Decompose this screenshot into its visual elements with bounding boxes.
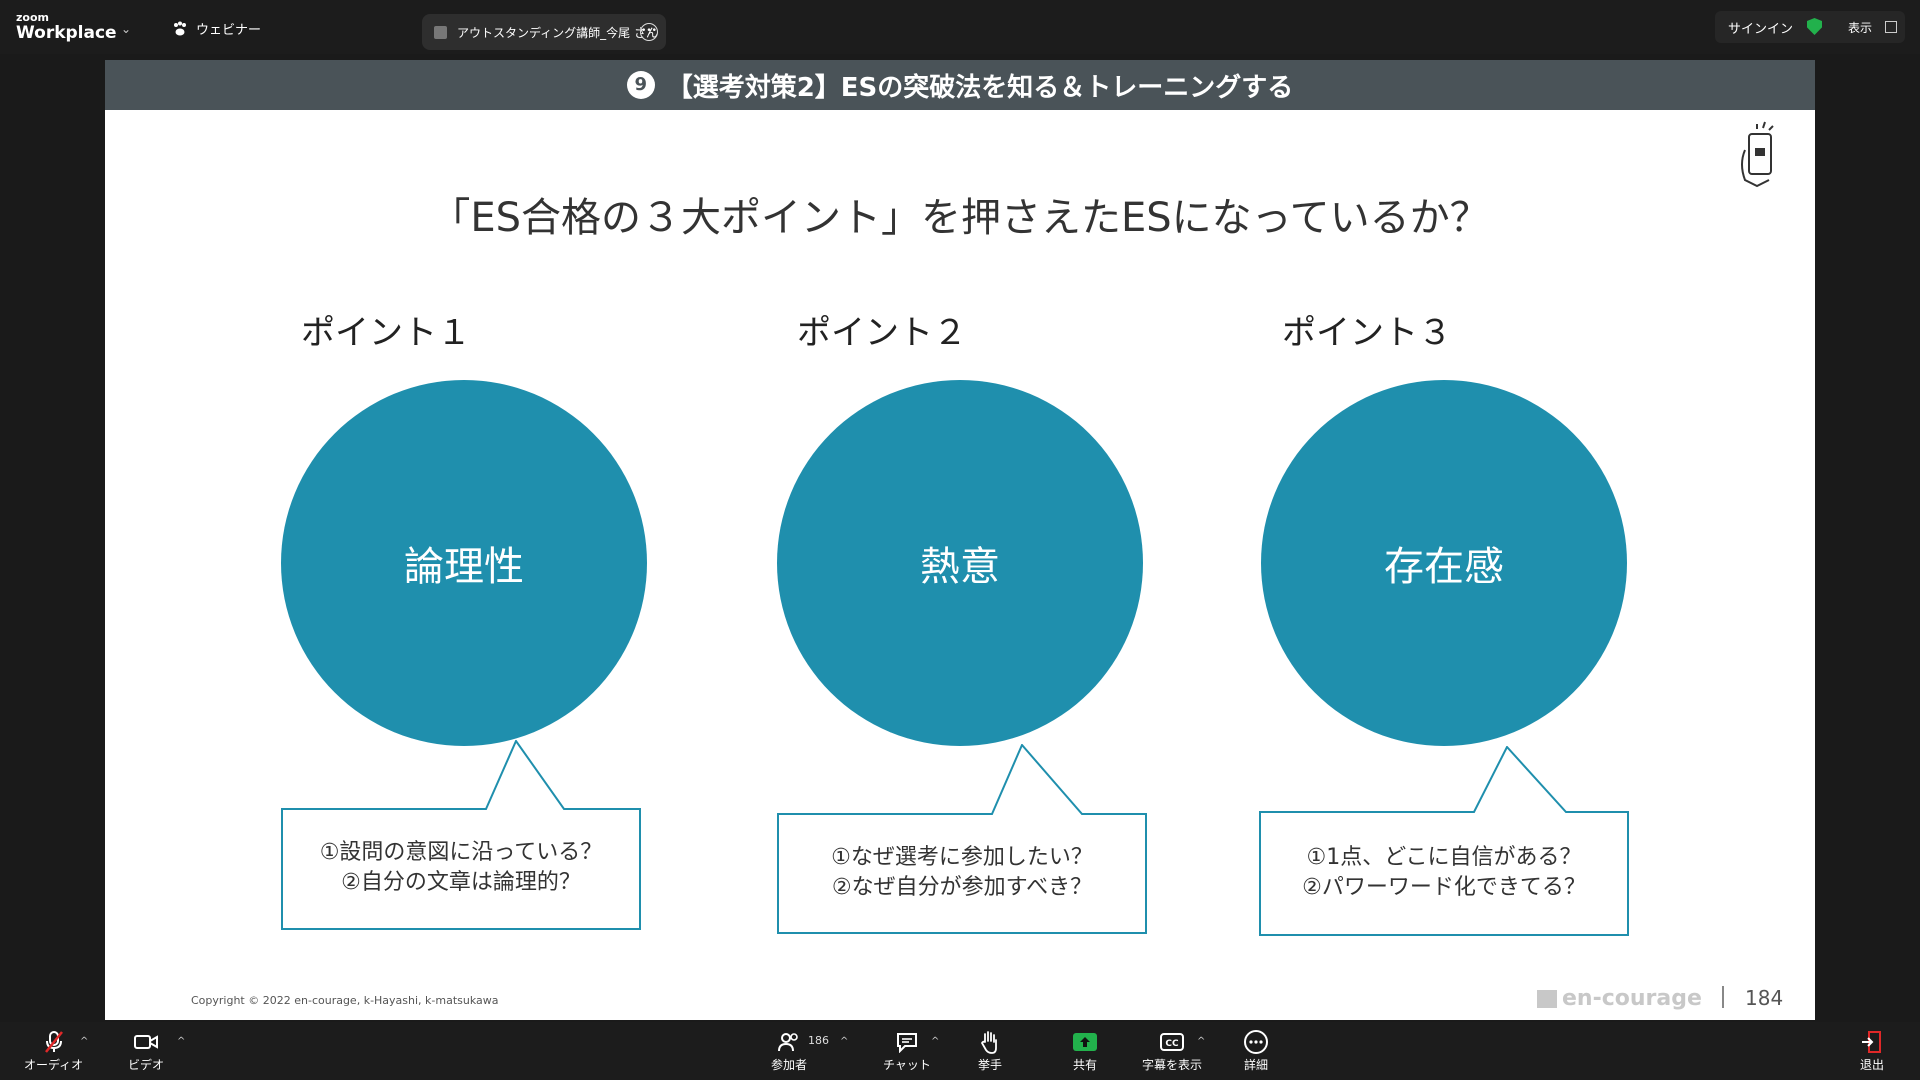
logo-big-text: Workplace <box>16 23 117 43</box>
grid-icon[interactable] <box>1885 21 1897 33</box>
participants-count-badge: 186 <box>808 1034 829 1047</box>
logo-small-text: zoom <box>16 11 49 24</box>
point-2-label: ポイント２ <box>797 313 967 353</box>
paw-icon <box>174 21 186 35</box>
en-courage-logo: en-courage <box>1537 986 1702 1011</box>
closed-captions-icon: CC <box>1159 1030 1185 1054</box>
chat-bubble-icon <box>895 1030 919 1054</box>
microphone-muted-icon <box>42 1030 66 1054</box>
point-2-bubble: ①なぜ選考に参加したい？ ②なぜ自分が参加すべき？ <box>777 744 1147 934</box>
video-camera-icon <box>133 1030 159 1054</box>
slide-header-bar: 9 【選考対策2】ESの突破法を知る＆トレーニングする <box>105 60 1815 110</box>
more-icon[interactable]: ••• <box>640 23 658 41</box>
more-label: 詳細 <box>1243 1058 1268 1072</box>
webinar-label: ウェビナー <box>196 23 262 38</box>
point-3-question-1: ①1点、どこに自信がある？ <box>1306 845 1582 871</box>
point-3-bubble: ①1点、どこに自信がある？ ②パワーワード化できてる？ <box>1259 746 1629 936</box>
captions-label: 字幕を表示 <box>1142 1058 1203 1072</box>
leave-label: 退出 <box>1860 1058 1885 1072</box>
section-number-badge: 9 <box>626 71 655 99</box>
brand-text: en-courage <box>1562 986 1702 1011</box>
webinar-menu[interactable]: ウェビナー <box>172 19 261 38</box>
point-3-circle-text: 存在感 <box>1384 544 1504 590</box>
audio-label: オーディオ <box>24 1058 84 1072</box>
share-screen-icon <box>1072 1030 1098 1054</box>
participants-icon <box>777 1030 801 1054</box>
chevron-down-icon[interactable]: ⌄ <box>121 22 132 36</box>
share-button[interactable]: 共有 <box>1072 1030 1098 1073</box>
audio-button[interactable]: オーディオ <box>24 1030 83 1073</box>
point-1-label: ポイント１ <box>301 313 471 353</box>
signin-button[interactable]: サインイン <box>1728 22 1794 37</box>
captions-options-chevron-icon[interactable]: ^ <box>1197 1036 1206 1047</box>
more-button[interactable]: 詳細 <box>1243 1030 1269 1073</box>
point-1-bubble: ①設問の意図に沿っている？ ②自分の文章は論理的？ <box>281 740 641 930</box>
tab-speaker[interactable]: アウトスタンディング講師_今尾 さん ••• <box>422 14 666 50</box>
point-1-question-1: ①設問の意図に沿っている？ <box>319 840 603 866</box>
shared-slide: 「ES合格の３大ポイント」を押さえたESになっているか？ ポイント１ 論理性 ①… <box>105 110 1815 1020</box>
audio-options-chevron-icon[interactable]: ^ <box>80 1036 89 1047</box>
point-2-question-1: ①なぜ選考に参加したい？ <box>831 845 1093 871</box>
tab-square-icon <box>434 25 447 39</box>
raise-hand-button[interactable]: 挙手 <box>978 1030 1002 1073</box>
participants-label: 参加者 <box>771 1058 808 1072</box>
point-2-circle: 熱意 <box>777 380 1143 746</box>
leave-door-icon <box>1860 1030 1884 1054</box>
phone-hand-icon <box>1741 121 1774 188</box>
chat-button[interactable]: チャット <box>883 1030 931 1073</box>
top-right-panel: サインイン 表示 <box>1715 11 1905 43</box>
participants-button[interactable]: 参加者 <box>771 1030 807 1073</box>
point-1-question-2: ②自分の文章は論理的？ <box>341 870 581 895</box>
video-options-chevron-icon[interactable]: ^ <box>177 1036 186 1047</box>
point-1-circle: 論理性 <box>281 380 647 746</box>
point-3-question-2: ②パワーワード化できてる？ <box>1302 875 1586 900</box>
chat-label: チャット <box>883 1058 931 1072</box>
page-number: 184 <box>1745 986 1784 1010</box>
raise-hand-icon <box>979 1030 1001 1054</box>
copyright-text: Copyright © 2022 en-courage, k-Hayashi, … <box>191 994 499 1007</box>
tab-label: アウトスタンディング講師_今尾 さん <box>457 25 658 40</box>
shield-check-icon[interactable] <box>1807 18 1822 35</box>
top-bar: zoom Workplace ⌄ ウェビナー アウトスタンディング講師_今尾 さ… <box>0 0 1920 54</box>
page-separator <box>1722 986 1724 1008</box>
meeting-controls-bar: オーディオ ^ ビデオ ^ 参加者 186 ^ <box>0 1022 1920 1080</box>
point-3-circle: 存在感 <box>1261 380 1627 746</box>
point-2-question-2: ②なぜ自分が参加すべき？ <box>831 875 1093 900</box>
point-1-circle-text: 論理性 <box>404 544 524 590</box>
leave-button[interactable]: 退出 <box>1860 1030 1884 1073</box>
video-button[interactable]: ビデオ <box>128 1030 164 1073</box>
participants-options-chevron-icon[interactable]: ^ <box>840 1036 849 1047</box>
slide-title: 「ES合格の３大ポイント」を押さえたESになっているか？ <box>430 195 1490 241</box>
svg-text:CC: CC <box>1165 1039 1179 1049</box>
video-label: ビデオ <box>128 1058 165 1072</box>
raise-hand-label: 挙手 <box>978 1058 1003 1072</box>
more-options-icon <box>1243 1030 1269 1054</box>
brand-mark-icon <box>1537 989 1557 1008</box>
view-button[interactable]: 表示 <box>1848 21 1873 35</box>
captions-button[interactable]: CC 字幕を表示 <box>1142 1030 1202 1073</box>
slide-header-title: 【選考対策2】ESの突破法を知る＆トレーニングする <box>666 72 1294 103</box>
zoom-workplace-logo[interactable]: zoom Workplace <box>16 12 117 42</box>
point-3-label: ポイント３ <box>1282 313 1452 353</box>
point-2-circle-text: 熱意 <box>920 544 1000 590</box>
chat-options-chevron-icon[interactable]: ^ <box>931 1036 940 1047</box>
share-label: 共有 <box>1072 1058 1097 1072</box>
